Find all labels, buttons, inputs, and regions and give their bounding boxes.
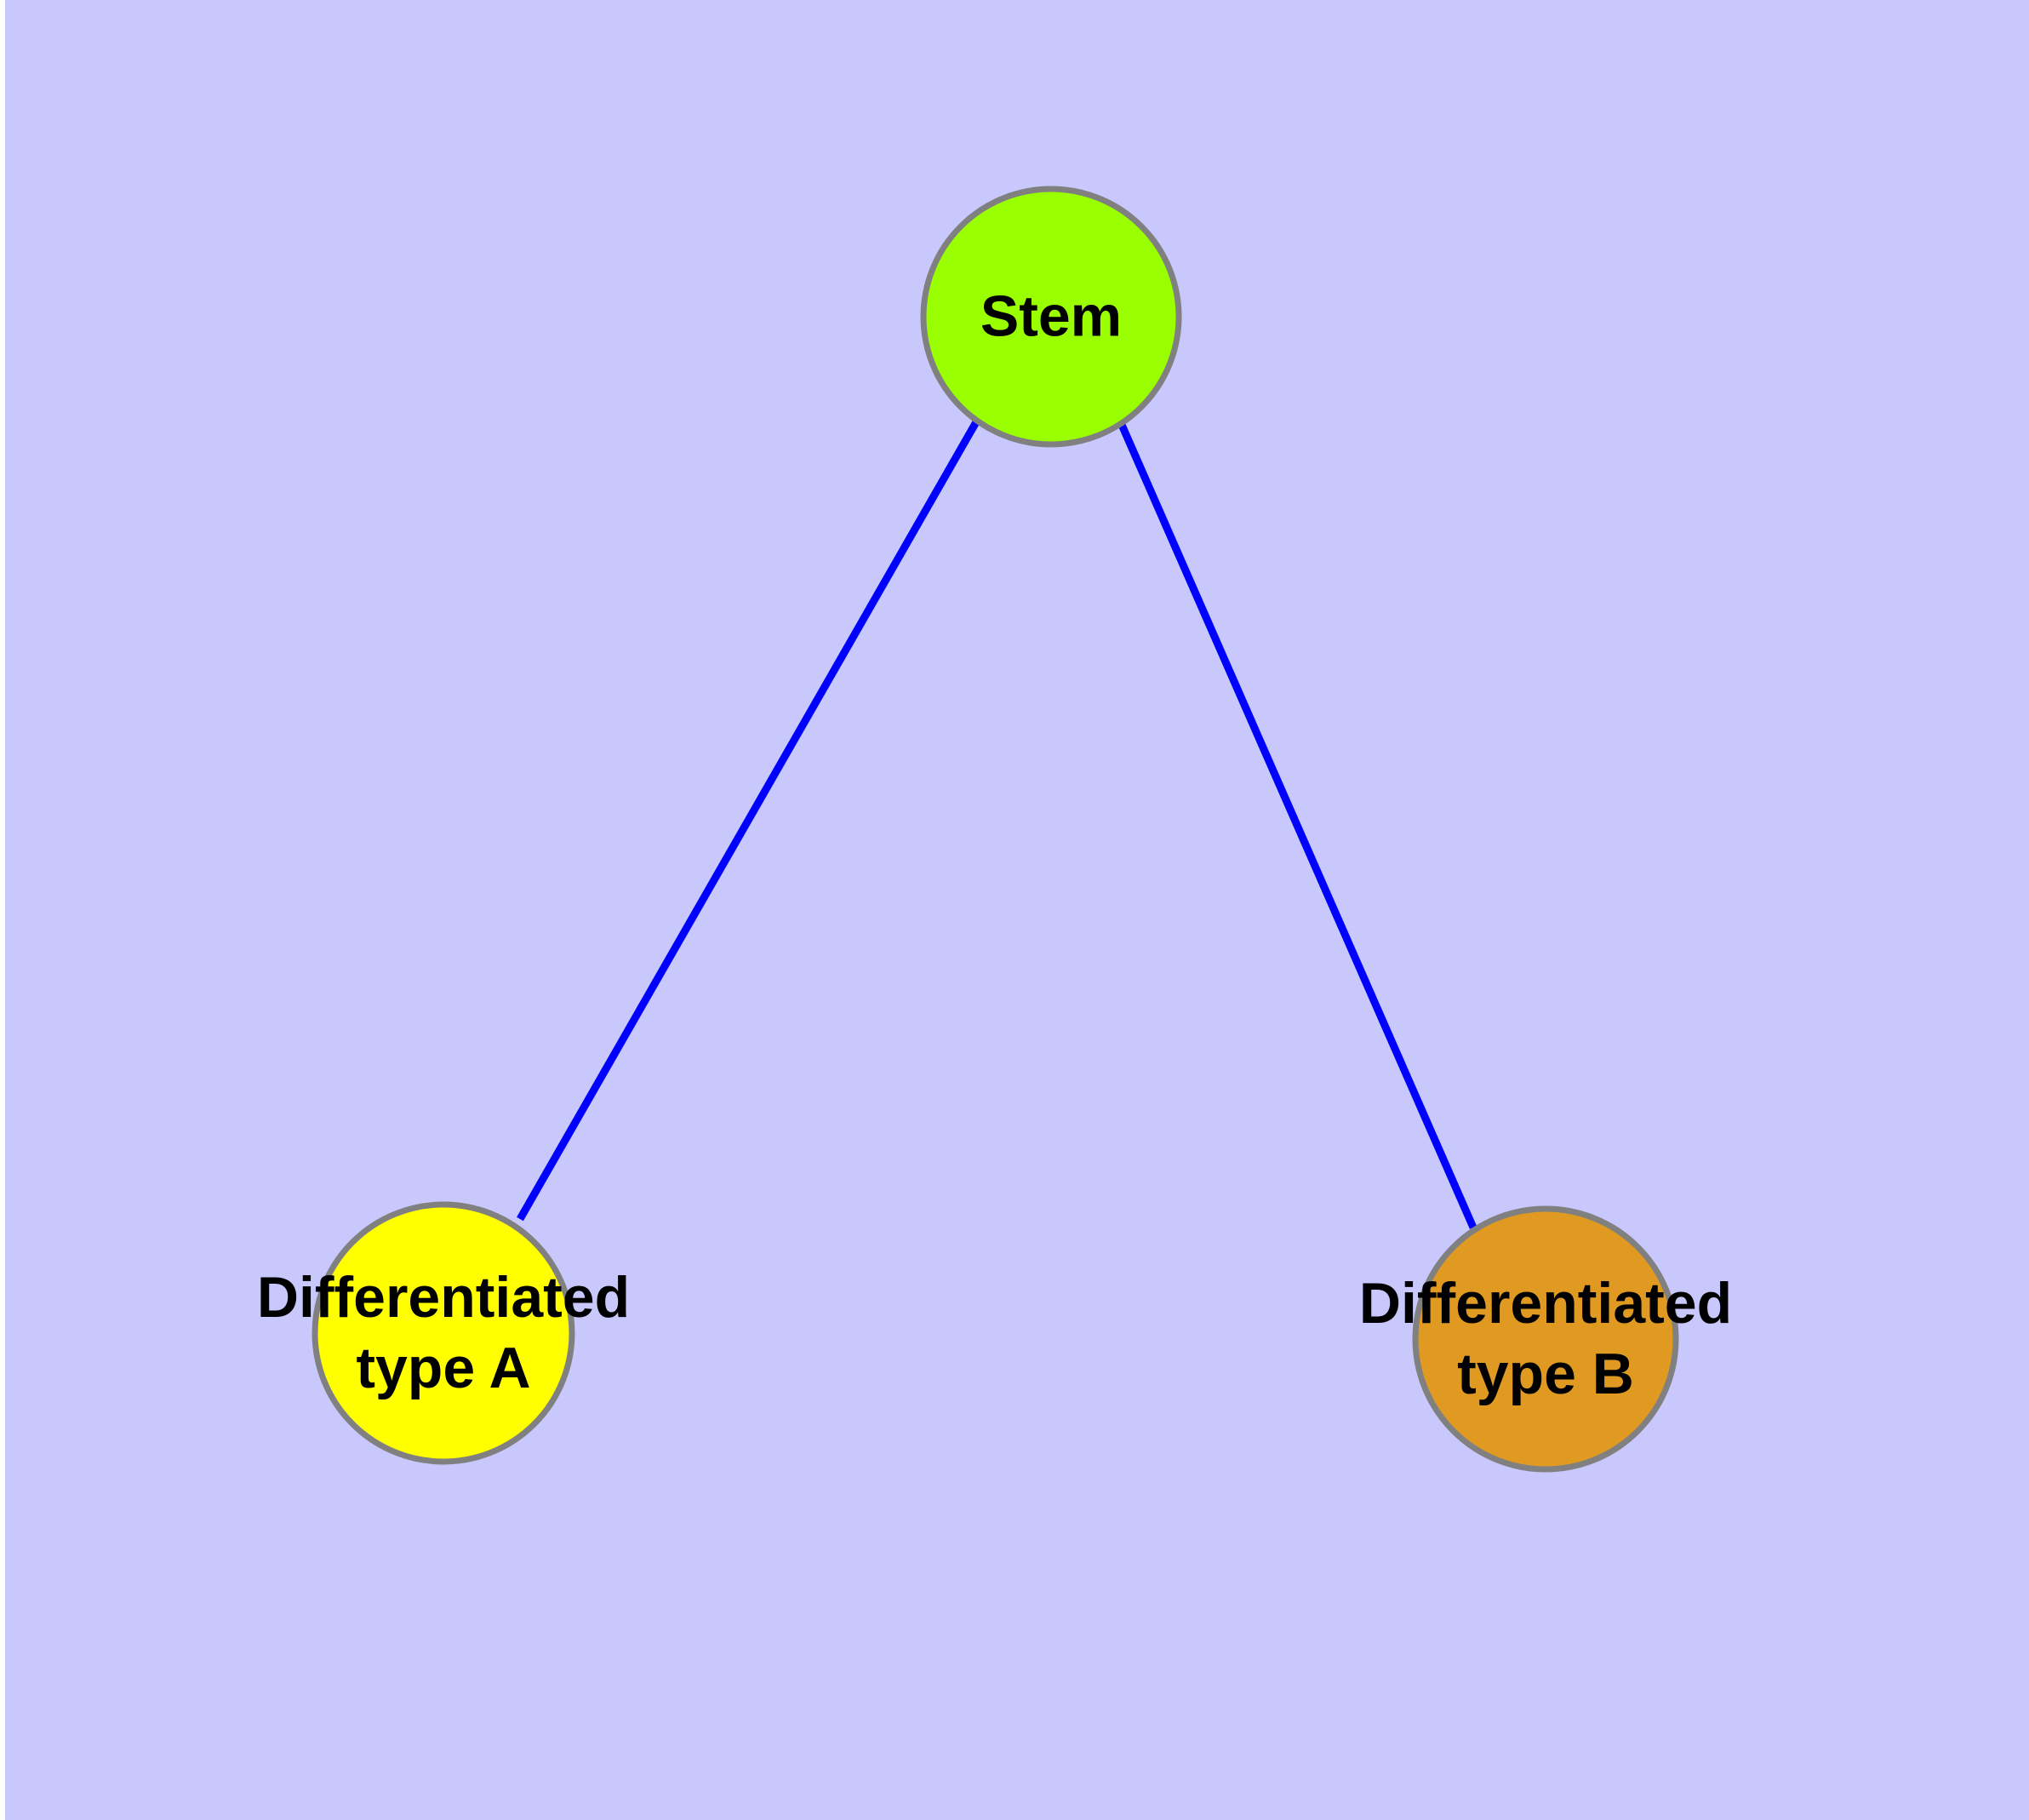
edge-stem-to-differentiated-type-b[interactable] [1117, 423, 1477, 1229]
node-circle-stem[interactable] [920, 186, 1182, 448]
node-layer [311, 186, 1679, 1473]
edge-stem-to-differentiated-type-a[interactable] [517, 418, 980, 1222]
edge-layer [517, 418, 1477, 1229]
node-circle-differentiated-type-b[interactable] [1412, 1205, 1679, 1473]
node-circle-differentiated-type-a[interactable] [311, 1201, 575, 1465]
